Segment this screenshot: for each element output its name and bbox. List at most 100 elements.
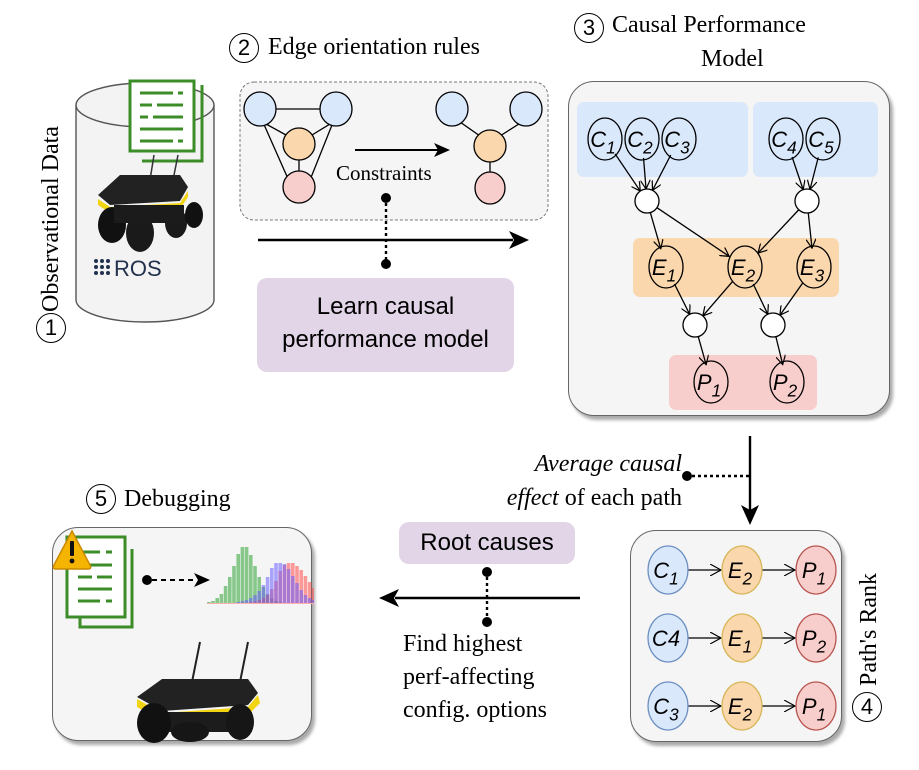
step2-title: Edge orientation rules <box>268 34 480 60</box>
robot-icon <box>137 641 260 743</box>
step3-title-line2: Model <box>701 46 764 72</box>
log-to-distribution-arrow <box>142 573 210 587</box>
find-label: Find highest perf-affecting config. opti… <box>403 628 547 727</box>
config-node-C5 <box>805 117 841 161</box>
undirected-graph <box>243 91 353 204</box>
causal-edge <box>758 209 800 253</box>
histogram-bar-blue <box>307 598 312 603</box>
event-node-E1-label: E1 <box>652 255 676 286</box>
causal-edge <box>703 280 734 316</box>
root-causes-label: Root causes <box>420 529 554 556</box>
step3-number: 3 <box>574 13 604 43</box>
path-node-E2 <box>721 681 763 731</box>
causal-edge <box>644 157 647 189</box>
constraints-arrow <box>355 143 450 157</box>
perf-node-P1 <box>693 360 729 404</box>
root-causes-box: Root causes <box>399 522 575 564</box>
path-node-E1-label: E1 <box>728 626 752 657</box>
aggregation-node <box>760 312 786 338</box>
histogram-bar-green <box>228 577 232 603</box>
debugging-content <box>52 529 314 743</box>
causal-edge <box>697 336 706 365</box>
config-node-C4-label: C4 <box>771 127 796 158</box>
root-cause-arrow <box>379 567 580 627</box>
histogram-bar-red <box>299 570 303 603</box>
log-document-icon <box>128 79 204 163</box>
constraints-label: Constraints <box>336 161 432 185</box>
path-node-E2 <box>721 545 763 595</box>
path-node-P1 <box>795 545 837 595</box>
event-node-E2 <box>727 245 763 289</box>
histogram-bar-green <box>253 566 257 603</box>
histogram-bar-green <box>219 594 224 603</box>
aggregation-node <box>794 188 820 214</box>
path-node-P1-label: P1 <box>802 558 826 589</box>
step4-title: Path's Rank <box>856 573 883 686</box>
config-node-C2-label: C2 <box>627 127 653 158</box>
robot-icon <box>98 154 203 252</box>
causal-edge <box>673 283 689 314</box>
histogram-bar-blue <box>270 568 274 603</box>
step1-title: Observational Data <box>38 126 65 312</box>
histogram-bar-green <box>236 554 240 603</box>
path-node-P1-label: P1 <box>802 694 826 725</box>
learn-causal-model-box: Learn causal performance model <box>257 278 514 372</box>
histogram-bar-green <box>215 598 219 603</box>
step1-title-text: Observational Data <box>38 126 64 312</box>
histogram-bar-blue <box>291 576 295 603</box>
perf-group-bg <box>669 355 817 410</box>
path-node-E2-label: E2 <box>728 558 753 589</box>
causal-edge <box>614 153 640 191</box>
histogram-bar-blue <box>299 590 303 603</box>
config-group2-bg <box>753 102 878 177</box>
main-flow-arrow <box>258 193 529 269</box>
path-node-C3 <box>647 681 689 731</box>
path-node-C4-label: C4 <box>652 626 680 651</box>
histogram-bar-red <box>303 576 308 603</box>
histogram-bar-blue <box>295 583 299 603</box>
histogram-bar-blue <box>261 585 266 603</box>
histogram-bar-blue <box>265 577 270 603</box>
step4-number: 4 <box>852 692 882 722</box>
causal-edge <box>656 207 729 257</box>
causal-edge <box>653 154 672 190</box>
path-node-C4 <box>647 613 689 663</box>
event-node-E1 <box>648 245 684 289</box>
ace-arrow <box>682 436 759 525</box>
path-node-C1-label: C1 <box>653 558 678 589</box>
aggregation-node <box>634 188 660 214</box>
path-node-P2 <box>795 613 837 663</box>
config-node-C3 <box>661 117 697 161</box>
perf-node-P2-label: P2 <box>773 370 798 401</box>
causal-edge <box>810 157 819 189</box>
histogram-bar-blue <box>253 595 257 603</box>
step4-title-text: Path's Rank <box>856 573 882 686</box>
step5-title: Debugging <box>124 486 231 512</box>
causal-edge <box>752 283 768 314</box>
causal-edge <box>780 282 804 316</box>
path-node-C1 <box>647 545 689 595</box>
step1-number: 1 <box>36 313 66 343</box>
ros-logo-text: ROS <box>114 256 162 281</box>
config-node-C2 <box>624 117 660 161</box>
histogram-bar-green <box>240 547 245 603</box>
performance-distribution-histogram <box>207 547 314 604</box>
find-label-line2: perf-affecting <box>403 664 535 690</box>
histogram-bar-blue <box>244 600 249 603</box>
edge-orientation-panel: Constraints <box>239 81 549 221</box>
causal-edge <box>808 212 812 248</box>
path-node-C3-label: C3 <box>653 694 679 725</box>
histogram-bar-blue <box>303 595 308 603</box>
config-node-C3-label: C3 <box>664 127 690 158</box>
ace-label: Average causal effect of each path <box>482 447 682 515</box>
step3-title-line1: Causal Performance <box>612 12 806 38</box>
histogram-bar-green <box>232 566 236 603</box>
histogram-bar-blue <box>278 563 282 603</box>
histogram-bar-green <box>211 601 215 603</box>
find-label-line3: config. options <box>403 697 547 723</box>
find-label-line1: Find highest <box>403 631 523 657</box>
histogram-bar-blue <box>286 569 291 603</box>
event-node-E3-label: E3 <box>800 255 825 286</box>
